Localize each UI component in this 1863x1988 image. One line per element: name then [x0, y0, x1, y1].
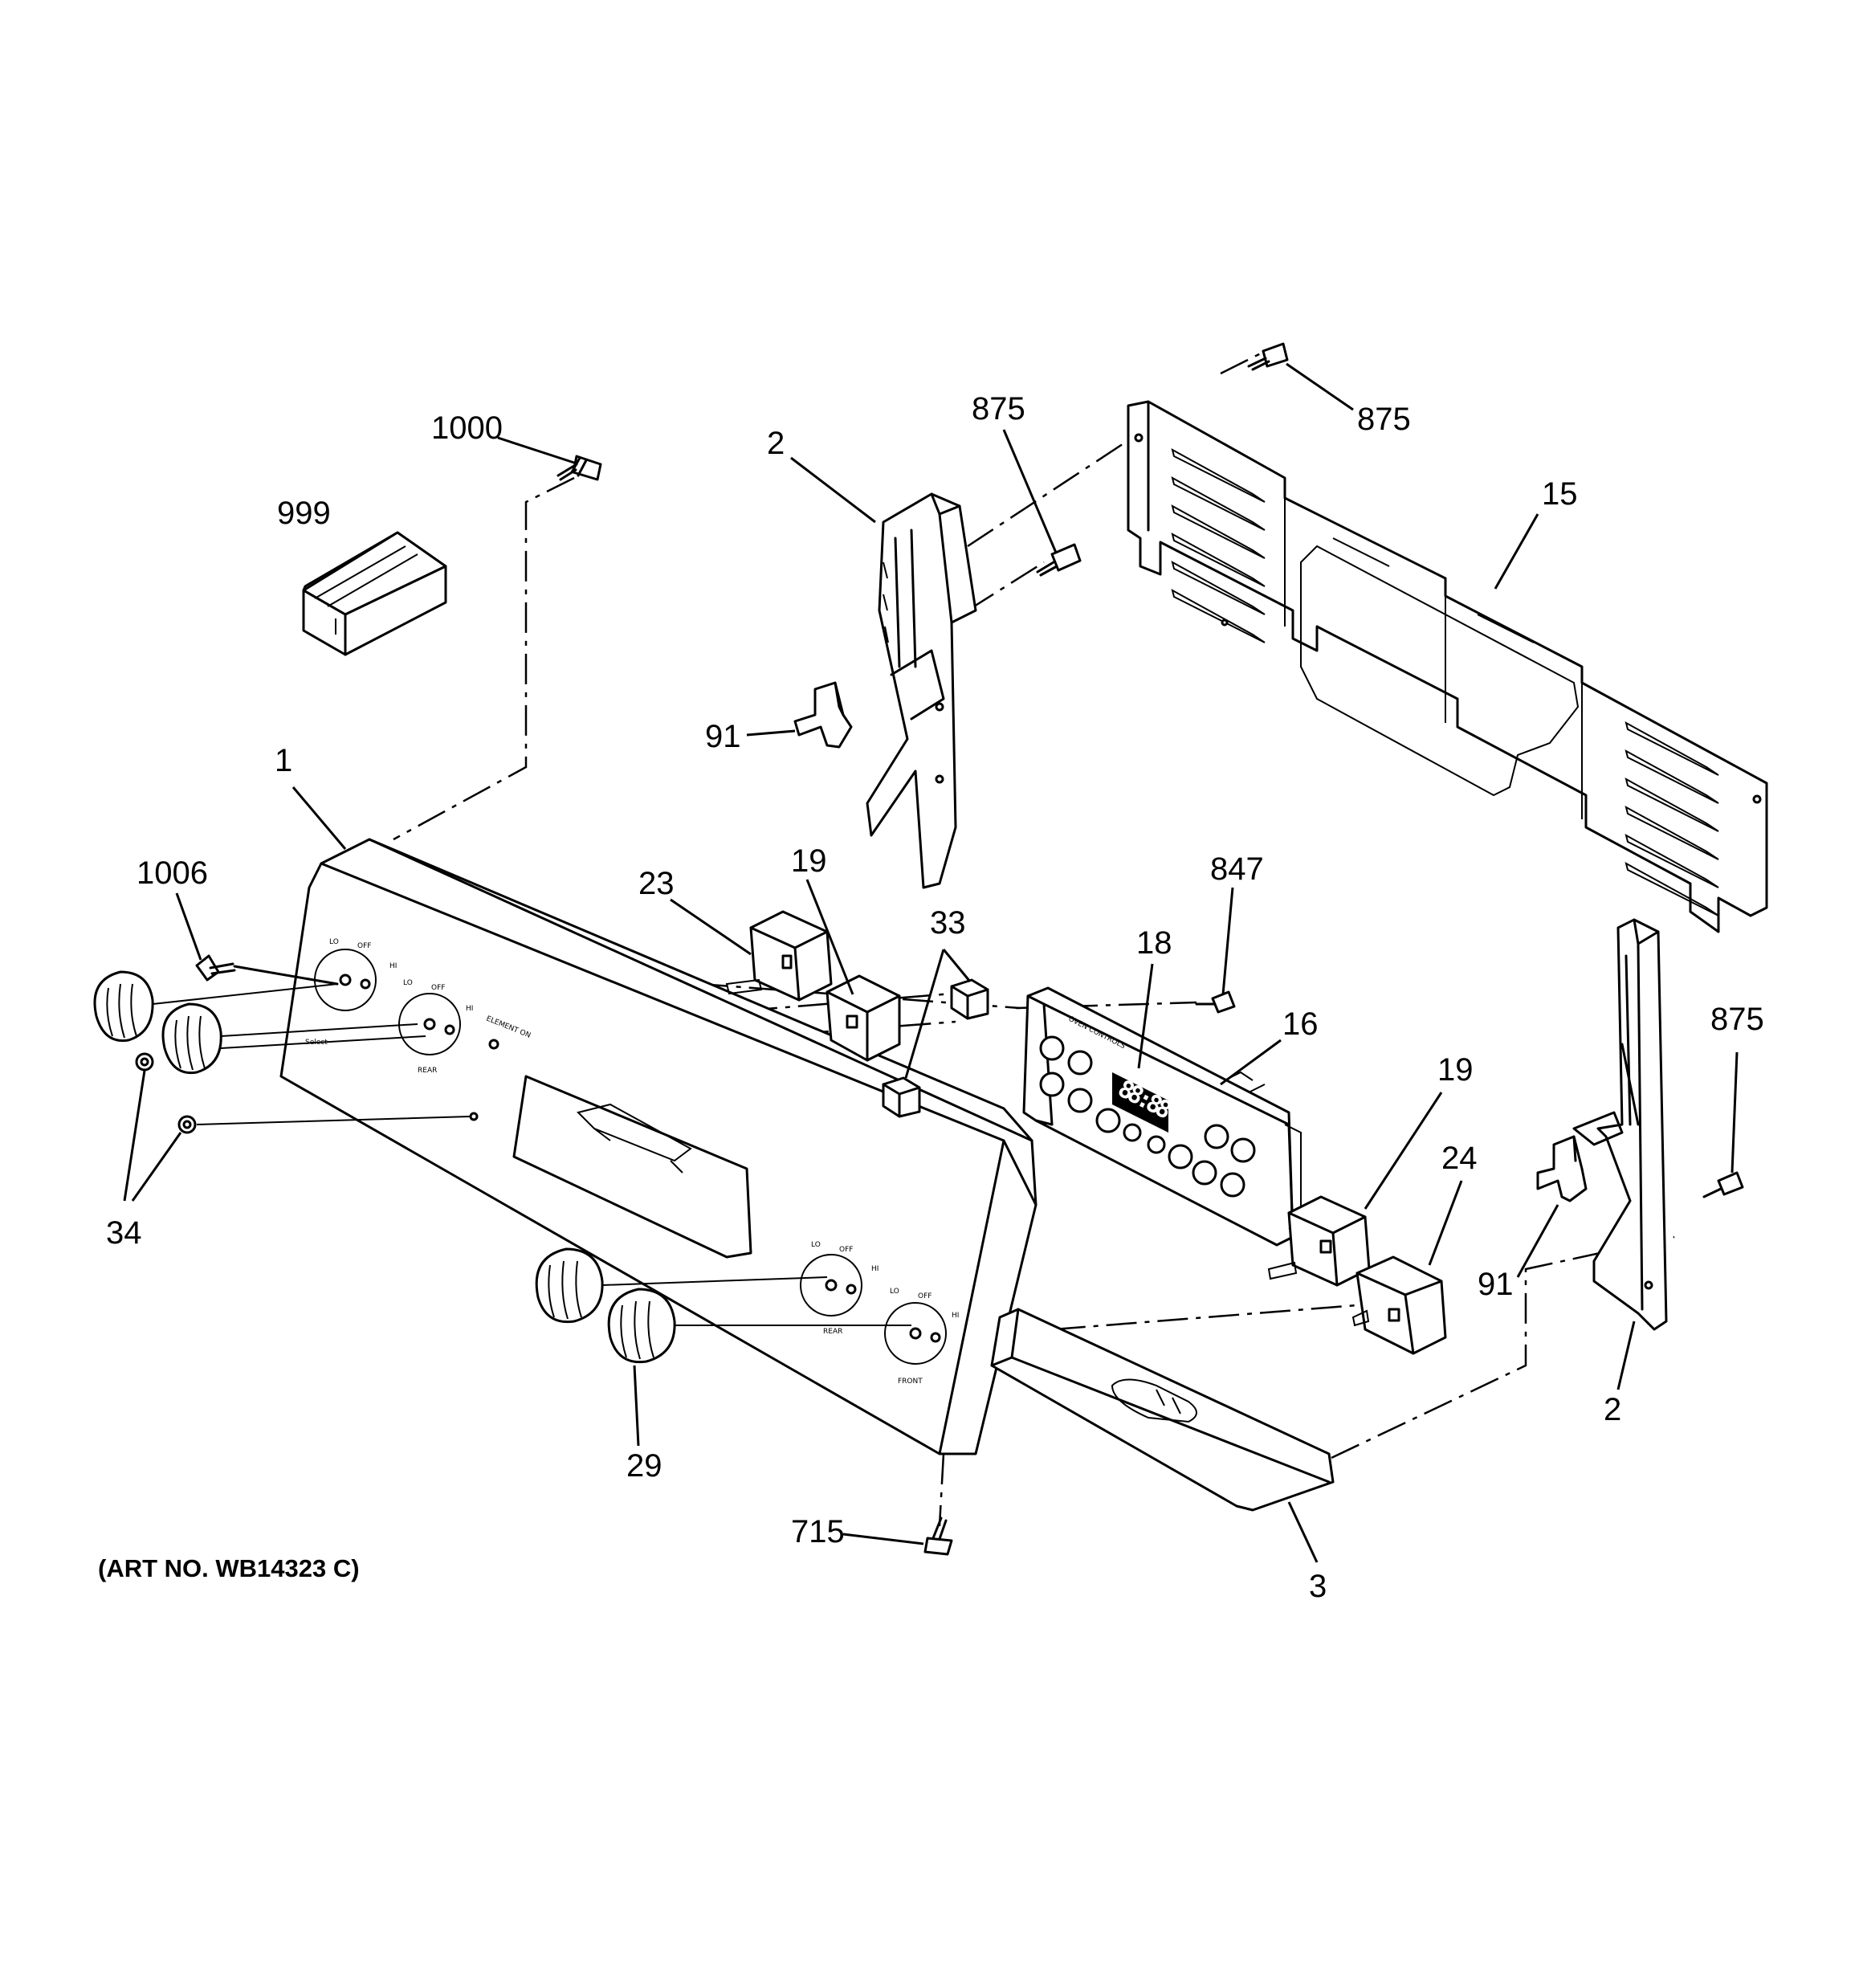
callout-19-left: 19	[791, 843, 827, 879]
callout-19-right: 19	[1437, 1052, 1474, 1088]
part-34-plug-a	[135, 1052, 154, 1072]
part-91-clip-lower	[1536, 1135, 1588, 1202]
part-15-back-panel	[1127, 400, 1768, 933]
part-2-bracket-lower	[1572, 918, 1668, 1331]
part-23-switch	[725, 910, 833, 1002]
callout-29: 29	[626, 1448, 662, 1484]
part-24-switch	[1351, 1255, 1447, 1355]
callout-1000: 1000	[431, 410, 503, 446]
svg-text:LO: LO	[403, 979, 413, 987]
svg-text:OFF: OFF	[918, 1292, 932, 1300]
knob-lower-a	[535, 1247, 604, 1324]
svg-text:HI: HI	[871, 1265, 879, 1273]
callout-847: 847	[1210, 851, 1264, 887]
svg-text:LO: LO	[811, 1241, 821, 1249]
callout-2-lower: 2	[1604, 1392, 1621, 1427]
callout-23: 23	[638, 866, 675, 901]
part-999-box	[302, 531, 447, 656]
part-16-control-board: OVEN CONTROLS 88:88	[1022, 986, 1302, 1247]
svg-text:HI: HI	[952, 1312, 959, 1320]
svg-text:LO: LO	[890, 1288, 899, 1296]
part-91-clip-upper	[793, 681, 853, 749]
callout-15: 15	[1542, 476, 1578, 512]
callout-34: 34	[106, 1215, 142, 1251]
svg-text:OFF: OFF	[431, 984, 445, 992]
callout-875-right: 875	[1710, 1002, 1764, 1037]
callout-labels: 1000 999 2 875 875 15 91 1 1006 23 19 33…	[106, 391, 1764, 1604]
knob-upper-left	[93, 970, 154, 1043]
part-2-bracket-upper	[866, 492, 977, 889]
svg-text:OFF: OFF	[839, 1246, 853, 1254]
svg-text:OFF: OFF	[357, 942, 371, 950]
part-875-screw-c	[1702, 1171, 1744, 1198]
svg-text:HI: HI	[466, 1005, 473, 1013]
art-number: (ART NO. WB14323 C)	[98, 1554, 360, 1582]
callout-1006: 1006	[137, 855, 208, 891]
callout-875-top-right: 875	[1357, 402, 1411, 437]
svg-text:REAR: REAR	[823, 1328, 842, 1336]
part-29-knob	[607, 1288, 676, 1364]
callout-3: 3	[1309, 1569, 1327, 1604]
knob-mid-left	[161, 1002, 222, 1075]
control-keys	[1039, 1035, 1256, 1198]
part-33-clip-a	[950, 978, 989, 1020]
dial-upper-left: LO OFF HI	[314, 938, 397, 1011]
part-875-screw-b	[1247, 342, 1289, 371]
callout-91-lower: 91	[1478, 1267, 1514, 1302]
callout-16: 16	[1282, 1006, 1319, 1042]
part-3-trim	[990, 1308, 1335, 1512]
louvres-right	[1625, 721, 1719, 916]
callout-875-upper: 875	[972, 391, 1025, 427]
callout-715: 715	[791, 1514, 845, 1549]
callout-999: 999	[277, 496, 331, 531]
knob-connectors-left	[152, 983, 471, 1125]
svg-text:FRONT: FRONT	[898, 1378, 923, 1386]
part-715-screw	[923, 1517, 953, 1556]
callout-18: 18	[1136, 925, 1172, 961]
svg-text:REAR: REAR	[418, 1067, 437, 1075]
part-875-screw-a	[1036, 543, 1082, 577]
svg-text:LO: LO	[329, 938, 339, 946]
svg-text:HI: HI	[389, 962, 397, 970]
callout-1: 1	[275, 743, 292, 778]
dial-upper-mid: LO OFF HI REAR Select	[305, 979, 473, 1075]
leader-lines	[123, 362, 1739, 1563]
part-19-switch-left	[826, 974, 901, 1062]
callout-2-upper: 2	[767, 426, 785, 461]
callout-91-upper: 91	[705, 719, 741, 754]
part-847-screw	[1195, 990, 1236, 1014]
callout-33: 33	[930, 905, 966, 941]
part-34-plug-b	[177, 1115, 197, 1134]
callout-24: 24	[1441, 1141, 1478, 1176]
part-1000-screw	[556, 455, 602, 481]
dial-lower-left: LO OFF HI REAR	[800, 1241, 879, 1336]
part-33-clip-b	[882, 1076, 921, 1118]
louvres-left	[1171, 448, 1266, 643]
part-1-control-panel: LO OFF HI LO OFF HI REAR Select ELEMENT …	[279, 838, 1037, 1455]
part-1006-screw	[195, 954, 339, 986]
dial-lower-right: LO OFF HI FRONT	[884, 1288, 959, 1386]
